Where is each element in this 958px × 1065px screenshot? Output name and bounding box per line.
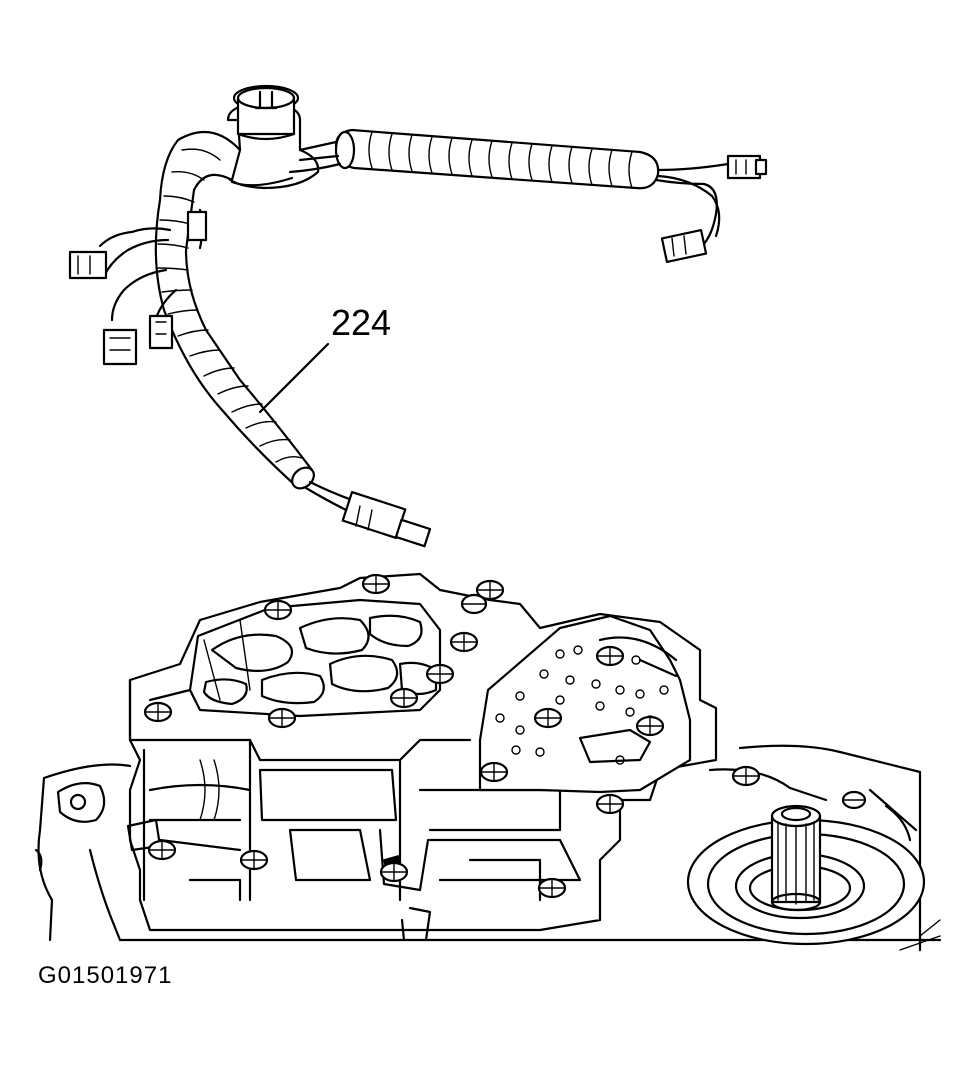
bolt	[449, 631, 479, 653]
bolt	[267, 707, 297, 729]
bolt	[537, 877, 567, 899]
bolt	[595, 645, 625, 667]
harness-right-connectors	[654, 154, 768, 263]
bolt	[143, 701, 173, 723]
bolt	[147, 839, 177, 861]
harness-conduit-right	[334, 128, 660, 190]
bolt	[361, 573, 391, 595]
bolt	[263, 599, 293, 621]
bolt	[595, 793, 625, 815]
bolt	[635, 715, 665, 737]
valve-body-top-cover	[188, 598, 442, 718]
harness-round-connector	[222, 84, 320, 190]
callout-label: 224	[331, 302, 392, 343]
bolt	[731, 765, 761, 787]
harness-left-connectors	[68, 208, 208, 366]
bolt	[533, 707, 563, 729]
bolt	[389, 687, 419, 709]
bolt	[479, 761, 509, 783]
callout-leader-line	[258, 342, 330, 414]
output-shaft	[686, 804, 926, 946]
separator-plate	[478, 614, 692, 794]
wiring-harness	[68, 84, 768, 548]
bolt	[460, 593, 488, 615]
figure-id: G01501971	[38, 962, 173, 989]
bolt	[379, 861, 409, 883]
bolt	[425, 663, 455, 685]
bolts	[143, 573, 867, 899]
harness-bottom-connector	[304, 480, 432, 548]
bolt	[475, 579, 505, 601]
bolt	[239, 849, 269, 871]
harness-conduit-left	[154, 130, 315, 490]
bolt	[841, 790, 867, 810]
